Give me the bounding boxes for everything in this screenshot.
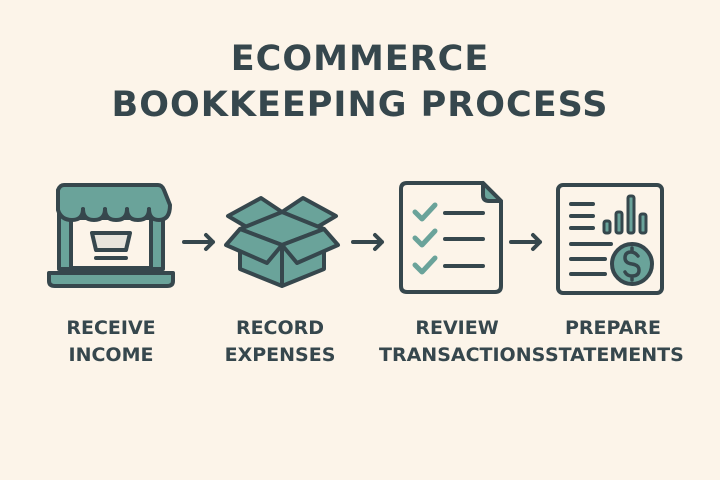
step-label-receive-income: RECEIVE INCOME xyxy=(51,315,171,369)
page-title: ECOMMERCE BOOKKEEPING PROCESS xyxy=(0,36,720,128)
arrow-right-icon xyxy=(509,232,545,252)
checklist-document-icon xyxy=(399,180,505,296)
open-box-icon xyxy=(222,183,342,291)
storefront-laptop-icon xyxy=(46,180,176,292)
step-label-line-1: PREPARE xyxy=(564,317,662,339)
step-label-prepare-statements: PREPARE STATEMENTS xyxy=(545,315,684,369)
step-label-line-2: INCOME xyxy=(68,344,154,366)
step-label-record-expenses: RECORD EXPENSES xyxy=(218,315,342,369)
title-line-2: BOOKKEEPING PROCESS xyxy=(111,85,609,125)
title-line-1: ECOMMERCE xyxy=(230,39,490,79)
step-label-line-2: STATEMENTS xyxy=(545,344,684,366)
step-label-line-2: TRANSACTIONS xyxy=(379,344,546,366)
arrow-right-icon xyxy=(351,232,387,252)
step-label-line-1: REVIEW xyxy=(415,317,499,339)
step-label-review-transactions: REVIEW TRANSACTIONS xyxy=(379,315,546,369)
step-label-line-1: RECEIVE xyxy=(66,317,156,339)
step-label-line-1: RECORD xyxy=(235,317,325,339)
financial-statement-icon xyxy=(555,182,667,296)
arrow-right-icon xyxy=(182,232,218,252)
step-label-line-2: EXPENSES xyxy=(224,344,336,366)
